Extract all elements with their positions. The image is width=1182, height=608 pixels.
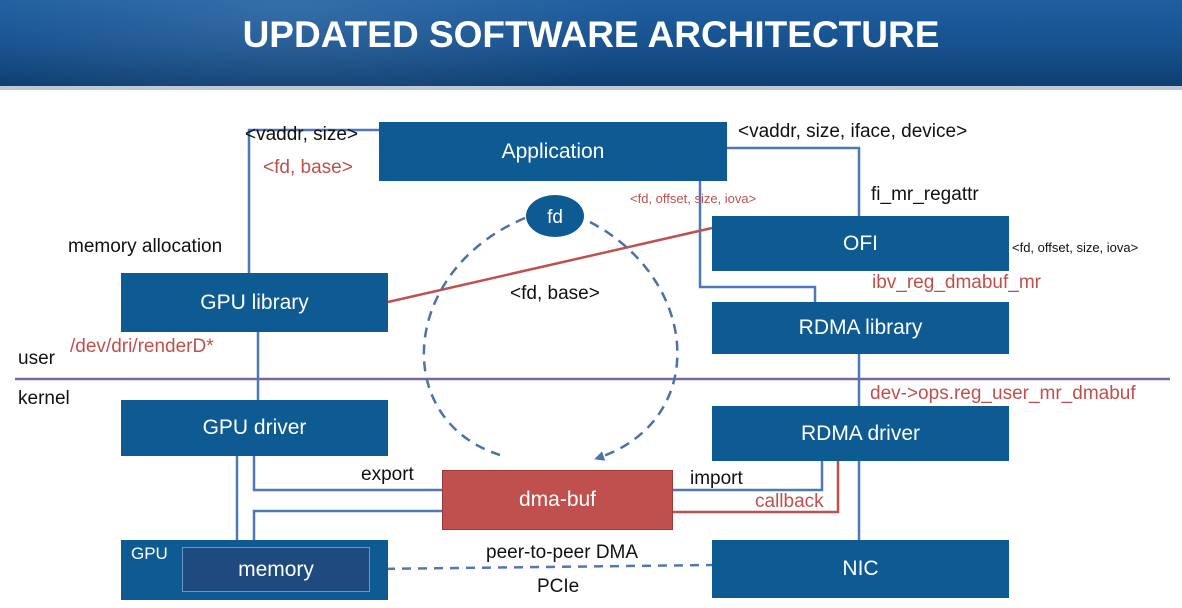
nic-label: NIC <box>842 557 879 580</box>
fd-flow-circle <box>589 220 679 461</box>
fd-base-center-label: <fd, base> <box>510 283 600 304</box>
fd-offset-size-iova-ofi-label: <fd, offset, size, iova> <box>1012 240 1139 255</box>
title-underline <box>0 86 1182 90</box>
nic-box: NIC <box>712 540 1009 598</box>
rdma-library-label: RDMA library <box>798 316 923 339</box>
gpu-driver-label: GPU driver <box>202 416 307 439</box>
memory-label: memory <box>238 557 314 581</box>
dev-dri-label: /dev/dri/renderD* <box>70 336 214 357</box>
ibv-reg-dmabuf-mr-label: ibv_reg_dmabuf_mr <box>872 272 1041 293</box>
gpu-library-box: GPU library <box>121 273 388 332</box>
gpu-library-label: GPU library <box>200 290 309 314</box>
wire-app-to-gpu-library <box>247 128 379 273</box>
gpu-label: GPU <box>131 544 168 563</box>
application-label: Application <box>501 139 605 163</box>
page-title: UPDATED SOFTWARE ARCHITECTURE <box>242 14 940 55</box>
wire-gpu-driver-export <box>252 456 442 492</box>
dma-buf-label: dma-buf <box>518 488 597 511</box>
vaddr-size-iface-device-label: <vaddr, size, iface, device> <box>738 121 968 142</box>
kernel-label: kernel <box>18 388 70 409</box>
rdma-driver-label: RDMA driver <box>800 421 921 445</box>
dev-ops-label: dev->ops.reg_user_mr_dmabuf <box>870 383 1136 404</box>
fd-ellipse <box>526 195 584 237</box>
callback-label: callback <box>755 491 824 512</box>
gpu-driver-box: GPU driver <box>121 400 388 456</box>
application-box: Application <box>379 122 727 181</box>
fd-label: fd <box>547 207 563 228</box>
fd-offset-size-iova-app-label: <fd, offset, size, iova> <box>630 191 757 206</box>
wire-callback-red <box>673 461 840 514</box>
title-banner: UPDATED SOFTWARE ARCHITECTURE <box>0 0 1182 86</box>
wire-app-to-rdma-library <box>698 181 817 302</box>
wire-app-to-ofi <box>727 146 861 216</box>
peer-to-peer-label: peer-to-peer DMA <box>486 542 639 563</box>
fd-flow-circle-left <box>422 216 526 457</box>
memory-box: memory <box>182 547 370 592</box>
pcie-label: PCIe <box>537 576 580 597</box>
fi-mr-regattr-label: fi_mr_regattr <box>871 184 979 205</box>
ofi-label: OFI <box>843 231 878 255</box>
wire-rdma-driver-import <box>673 461 824 492</box>
wire-peer-to-peer-dma <box>369 563 713 571</box>
ofi-box: OFI <box>712 216 1009 271</box>
import-label: import <box>690 468 743 489</box>
rdma-library-box: RDMA library <box>712 302 1009 354</box>
wire-dma-to-gpu <box>252 509 442 540</box>
memory-allocation-label: memory allocation <box>68 236 223 257</box>
export-label: export <box>361 464 414 485</box>
fd-base-left-label: <fd, base> <box>263 157 353 178</box>
dma-buf-box: dma-buf <box>442 470 673 530</box>
user-label: user <box>18 348 55 369</box>
vaddr-size-label: <vaddr, size> <box>245 124 359 145</box>
rdma-driver-box: RDMA driver <box>712 406 1009 461</box>
